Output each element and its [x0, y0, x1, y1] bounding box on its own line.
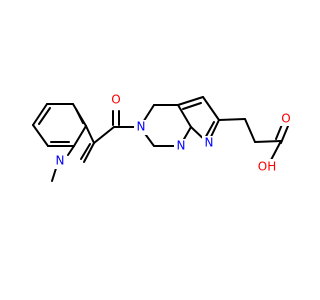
- indole-pyrrole-bond-3: [67, 145, 75, 156]
- carbonyl-oxygen-background: [109, 92, 123, 107]
- carboxyl-hydroxyl-bond: [270, 140, 282, 161]
- pyrazole-nitrogen-2-label: N: [205, 136, 214, 150]
- indole-pyrrole-bond-1: [85, 125, 95, 144]
- indole-benzene-bond-4: [73, 125, 87, 147]
- indole-benzene-double-bond-1: [38, 107, 51, 125]
- carbonyl-oxygen-label: O: [111, 93, 120, 107]
- carboxyl-double-bond-b: [280, 125, 289, 144]
- amide-nitrogen-background: [134, 120, 148, 135]
- pyrazole-double-bond-1: [182, 102, 202, 110]
- pyrazole-nitrogen-1-background: [174, 139, 188, 154]
- acid-oxygen-background: [279, 111, 293, 126]
- pyrazole-nitrogen-2-background: [202, 136, 216, 151]
- pyrazole-bond-1: [177, 96, 204, 106]
- indole-pyrrole-bond-2: [83, 142, 95, 163]
- indole-benzene-bond-6: [32, 124, 49, 147]
- pyrazole-bond-2: [202, 96, 220, 121]
- propanoic-chain-bond-1: [218, 118, 246, 121]
- indole-benzene-double-bond-2: [75, 108, 84, 124]
- hydroxyl-label: OH: [258, 160, 276, 174]
- acid-oxygen-label: O: [281, 112, 290, 126]
- indole-carbonyl-bond: [93, 126, 115, 144]
- chemical-structure-diagram: O N N N N O OH: [32, 92, 293, 182]
- pyrazole-nitrogen-1-label: N: [177, 139, 186, 153]
- pyrazine-bond-3: [177, 104, 192, 128]
- indole-nitrogen-label: N: [56, 154, 65, 168]
- hydroxyl-background: [254, 159, 280, 174]
- indole-pyrrole-double-bond: [80, 143, 91, 160]
- amide-nitrogen-label: N: [137, 120, 146, 134]
- propanoic-chain-bond-3: [254, 140, 282, 143]
- indole-benzene-bond-1: [32, 103, 48, 126]
- indole-nitrogen-background: [54, 154, 66, 169]
- propanoic-chain-bond-2: [244, 118, 256, 143]
- molecule-canvas: O N N N N O OH: [32, 92, 293, 182]
